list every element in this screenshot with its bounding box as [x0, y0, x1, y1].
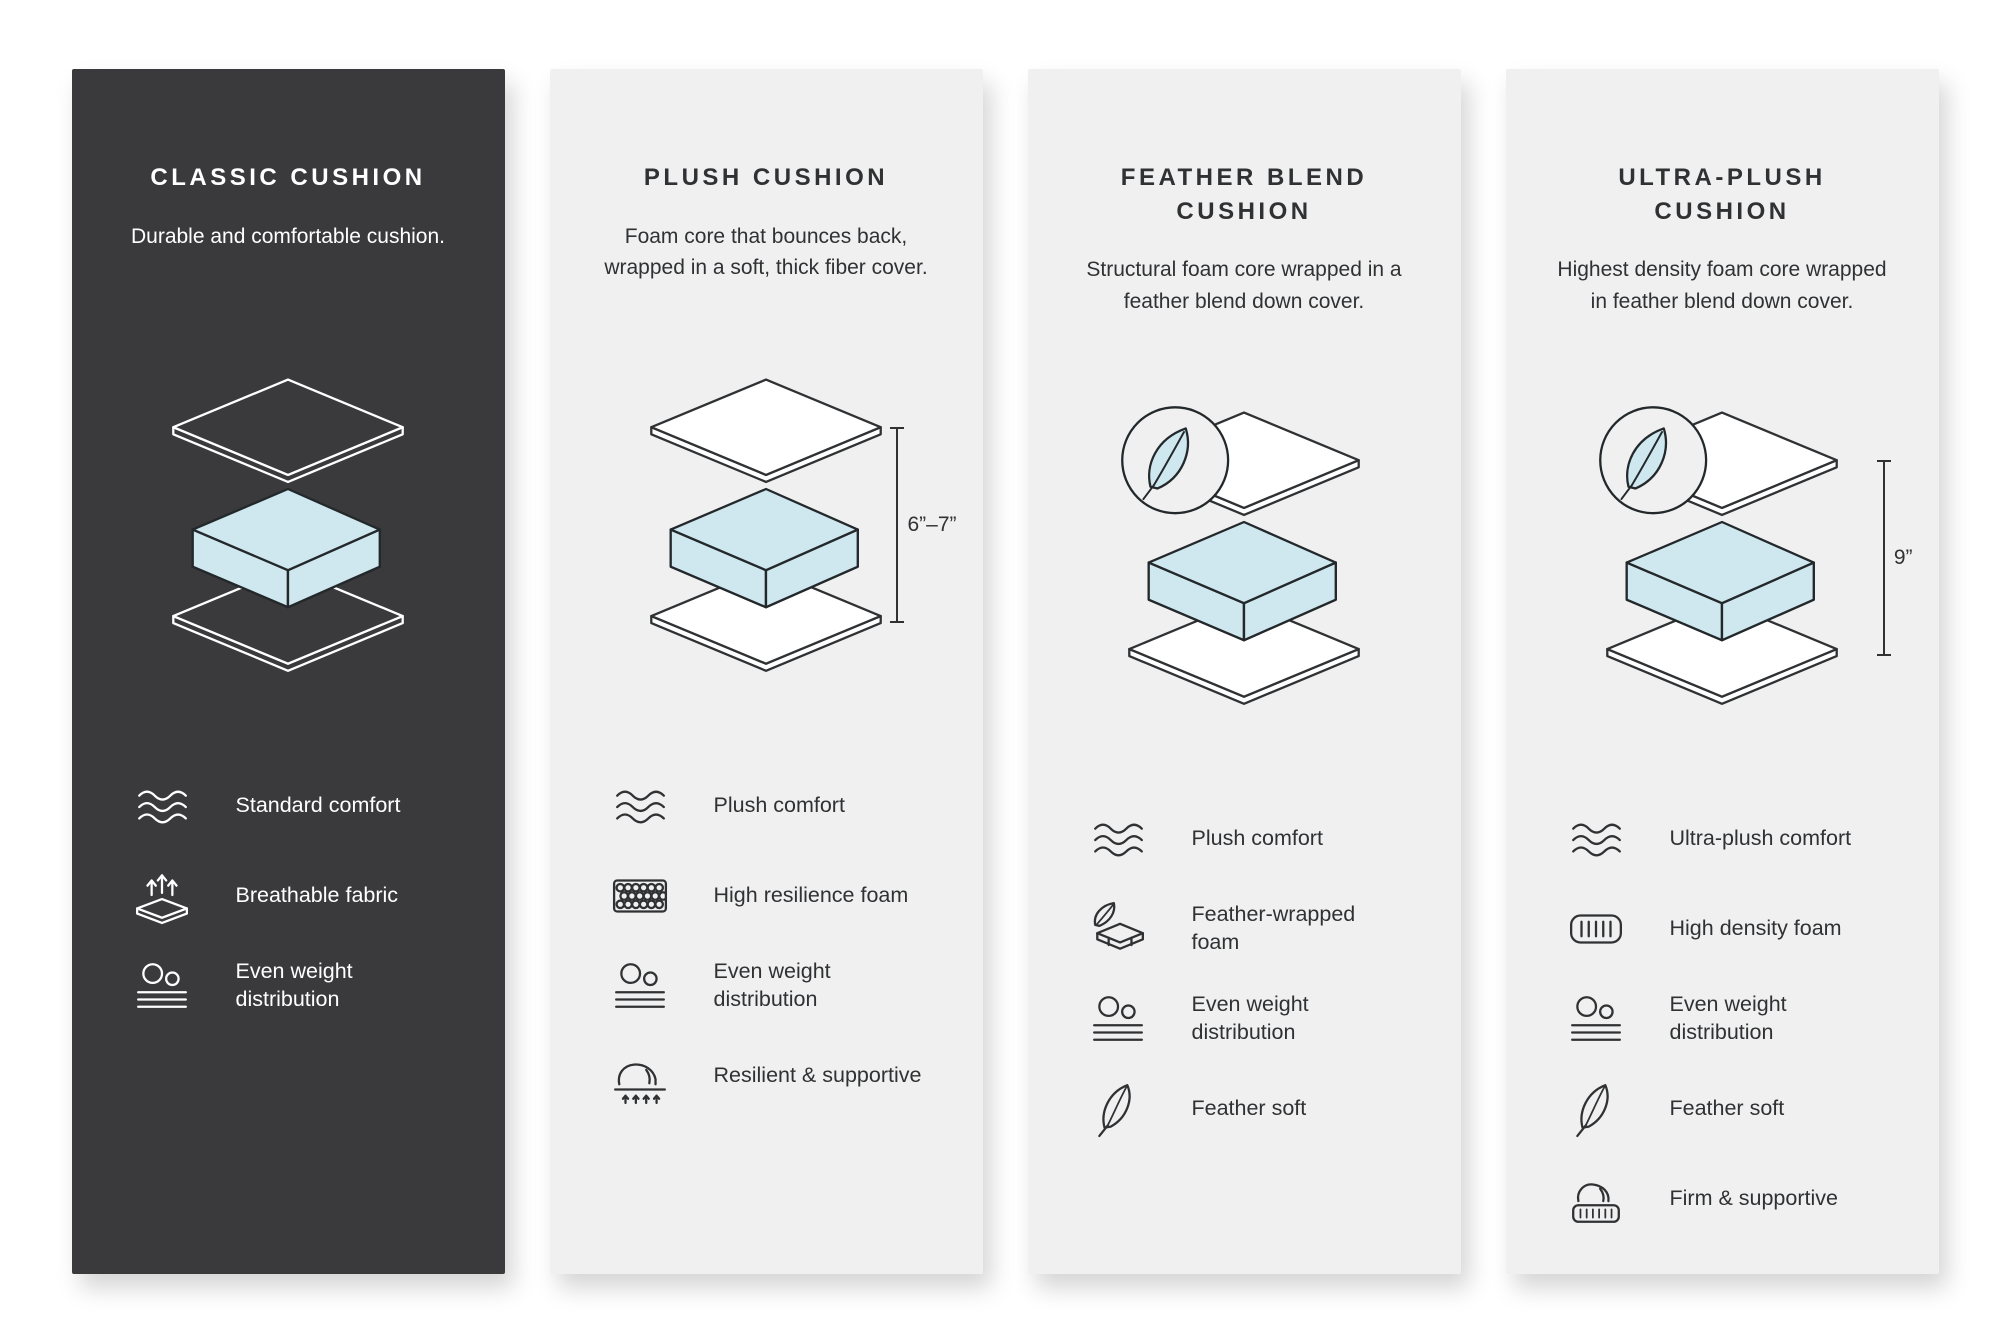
density-foam-icon [1556, 900, 1636, 958]
feature-list: Ultra-plush comfort High density foam [1542, 806, 1903, 1232]
waves-icon [600, 777, 680, 835]
measurement-rule [890, 426, 905, 623]
feature-label: Feather soft [1669, 1096, 1785, 1121]
foam-core-layer [669, 487, 859, 608]
feature-row: High density foam [1556, 896, 1903, 962]
top-cover-layer [172, 378, 404, 483]
even-weight-icon [600, 957, 680, 1015]
cushion-diagram: 6”–7” [586, 369, 957, 725]
feature-label: Feather soft [1191, 1096, 1307, 1121]
feature-label: Even weight distribution [235, 958, 353, 1011]
hand-press-icon [600, 1047, 680, 1105]
card-title: ULTRA-PLUSH CUSHION [1618, 164, 1826, 225]
feature-label: Even weight distribution [1191, 992, 1309, 1045]
feature-row: Even weight distribution [1078, 986, 1425, 1052]
feature-label: Plush comfort [1191, 826, 1323, 851]
breathable-fabric-icon [122, 867, 202, 925]
card-description: Highest density foam core wrapped in fea… [1557, 258, 1887, 313]
cushion-diagram [108, 369, 469, 725]
card-ultra-plush-cushion: ULTRA-PLUSH CUSHION Highest density foam… [1505, 69, 1939, 1274]
feature-label: Plush comfort [713, 792, 845, 817]
bottom-cover-layer [172, 566, 404, 672]
feature-label: Resilient & supportive [713, 1062, 922, 1087]
card-title: PLUSH CUSHION [643, 164, 889, 191]
firm-support-icon [1556, 1170, 1636, 1228]
cushion-layers-diagram [650, 378, 882, 672]
bottom-cover-layer [1606, 600, 1838, 706]
waves-icon [1556, 810, 1636, 868]
feature-row: Resilient & supportive [600, 1043, 947, 1109]
waves-icon [122, 777, 202, 835]
feature-row: Even weight distribution [600, 953, 947, 1019]
cushion-layers-diagram [172, 378, 404, 672]
card-feather-blend-cushion: FEATHER BLEND CUSHION Structural foam co… [1027, 69, 1461, 1274]
resilience-foam-icon [600, 867, 680, 925]
top-cover-layer [650, 378, 882, 483]
foam-core-layer [1625, 521, 1815, 642]
feature-list: Plush comfort High resilience foam [586, 773, 947, 1109]
foam-core-layer [1147, 521, 1337, 642]
feature-row: Plush comfort [1078, 806, 1425, 872]
feature-row: Breathable fabric [122, 863, 469, 929]
feature-row: Feather soft [1078, 1076, 1425, 1142]
card-description: Durable and comfortable cushion. [130, 224, 445, 248]
even-weight-icon [122, 957, 202, 1015]
feature-label: Breathable fabric [235, 882, 399, 907]
even-weight-icon [1556, 990, 1636, 1048]
feather-icon [1078, 1080, 1158, 1138]
feature-label: Feather-wrapped foam [1191, 902, 1356, 955]
card-title: CLASSIC CUSHION [150, 164, 426, 191]
card-title: FEATHER BLEND CUSHION [1120, 164, 1368, 225]
card-plush-cushion: PLUSH CUSHION Foam core that bounces bac… [549, 69, 983, 1274]
cushion-diagram [1064, 402, 1425, 758]
card-classic-cushion: CLASSIC CUSHION Durable and comfortable … [71, 69, 505, 1274]
bottom-cover-layer [650, 566, 882, 672]
feature-row: Ultra-plush comfort [1556, 806, 1903, 872]
feature-label: High resilience foam [713, 882, 909, 907]
waves-icon [1078, 810, 1158, 868]
feature-row: Standard comfort [122, 773, 469, 839]
cushion-layers-diagram [1121, 406, 1360, 706]
feather-icon [1556, 1080, 1636, 1138]
card-description: Foam core that bounces back, wrapped in … [604, 224, 928, 280]
height-measurement: 6”–7” [890, 426, 957, 623]
feature-list: Plush comfort Feather-wrapped foam [1064, 806, 1425, 1142]
even-weight-icon [1078, 990, 1158, 1048]
measurement-rule [1876, 460, 1891, 657]
feature-row: Plush comfort [600, 773, 947, 839]
feature-label: Standard comfort [235, 792, 401, 817]
feature-row: High resilience foam [600, 863, 947, 929]
feature-row: Feather-wrapped foam [1078, 896, 1425, 962]
feature-row: Even weight distribution [1556, 986, 1903, 1052]
feature-label: Ultra-plush comfort [1669, 826, 1852, 851]
feature-row: Firm & supportive [1556, 1166, 1903, 1232]
bottom-cover-layer [1128, 600, 1360, 706]
cushion-layers-diagram [1599, 406, 1838, 706]
feather-badge [1599, 406, 1708, 515]
feature-label: High density foam [1669, 916, 1842, 941]
feature-label: Firm & supportive [1669, 1186, 1838, 1211]
feather-badge [1121, 406, 1230, 515]
feather-foam-icon [1078, 900, 1158, 958]
measurement-label: 6”–7” [907, 512, 957, 536]
height-measurement: 9” [1876, 460, 1913, 657]
feature-list: Standard comfort Breathable fabric [108, 773, 469, 1019]
feature-label: Even weight distribution [1669, 992, 1787, 1045]
measurement-label: 9” [1893, 546, 1913, 570]
feature-row: Feather soft [1556, 1076, 1903, 1142]
cushion-diagram: 9” [1542, 402, 1913, 758]
card-description: Structural foam core wrapped in a feathe… [1086, 258, 1402, 313]
feature-row: Even weight distribution [122, 953, 469, 1019]
foam-core-layer [191, 487, 381, 608]
feature-label: Even weight distribution [713, 958, 831, 1011]
